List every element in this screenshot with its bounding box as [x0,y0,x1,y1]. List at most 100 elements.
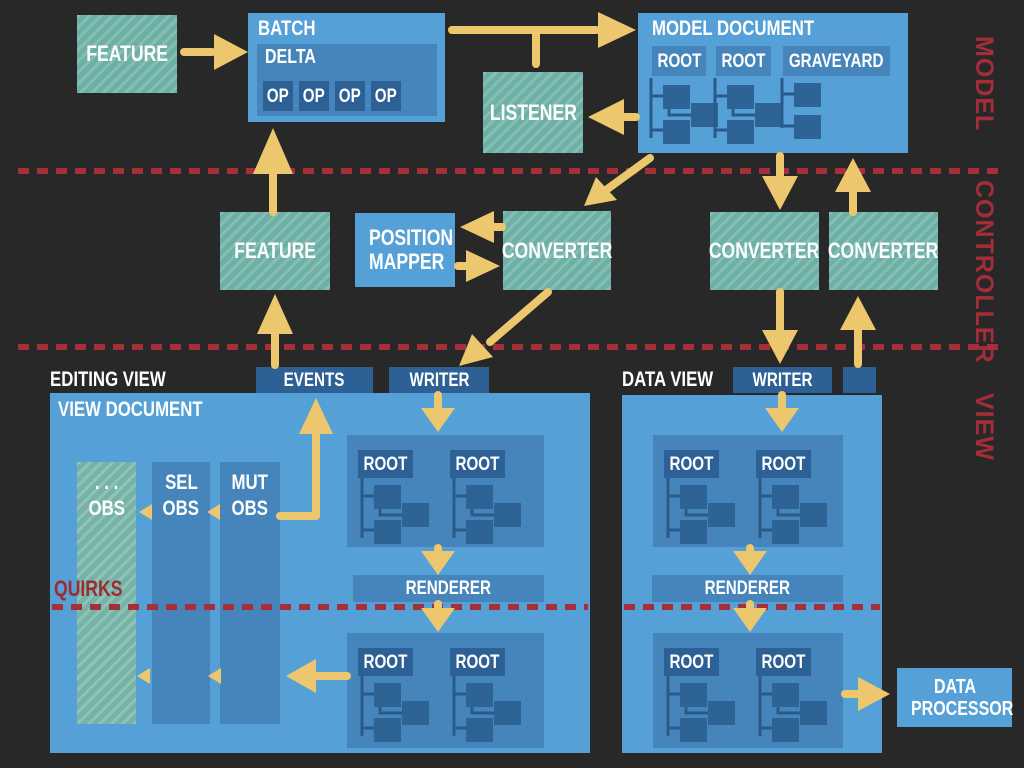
root-label-box: ROOT [756,648,811,676]
op-box: OP [335,81,365,111]
root-label-box: ROOT [756,450,811,478]
delta-panel: DELTA OP OP OP OP [257,44,437,116]
quirks-separator-data [624,604,880,610]
graveyard-label-box: GRAVEYARD [783,46,890,76]
tree-diagram [758,676,827,742]
position-mapper-label: POSITION MAPPER [369,225,454,274]
arrowhead [835,158,871,192]
editing-renderer-bar: RENDERER [353,575,544,602]
converter-right-label: CONVERTER [828,238,939,264]
view-root-tree [352,676,436,748]
tree-diagram [649,78,718,144]
feature-model-label: FEATURE [86,41,168,67]
listener-label: LISTENER [489,99,577,125]
tree-diagram [713,78,782,144]
view-root-tree [658,478,742,547]
view-root-tree [444,676,528,748]
batch-title: BATCH [258,17,316,40]
quirks-separator-editing [52,604,588,610]
arrow-converter-mid-to-editing-writer [486,288,552,346]
feature-model-box: FEATURE [77,15,177,93]
arrowhead [598,12,636,48]
editing-view-title: EDITING VIEW [50,368,166,391]
model-document-title: MODEL DOCUMENT [652,17,815,40]
model-document-box: MODEL DOCUMENT ROOT ROOT GRAVEYARD [638,13,908,153]
root-label-box: ROOT [358,648,413,676]
editing-roots-top: ROOT ROOT [347,435,544,547]
editing-view-box: VIEW DOCUMENT . . . OBS SEL OBS MUT OBS … [50,393,590,753]
delta-title: DELTA [265,46,316,68]
tree-diagram [666,676,735,742]
tree-diagram [666,478,735,544]
view-band-label: VIEW [970,392,998,461]
view-root-tree [750,676,834,748]
arrowhead [584,177,617,206]
model-band-label: MODEL [970,36,998,132]
obs-column-label: . . . OBS [88,471,125,521]
data-writer-tab: WRITER [733,367,832,393]
editing-writer-tab: WRITER [389,367,489,393]
model-root-tree [641,78,725,153]
controller-band-label: CONTROLLER [970,180,998,364]
editing-roots-bottom: ROOT ROOT [347,633,544,748]
root-label-box: ROOT [664,648,719,676]
arrowhead [460,211,494,243]
editing-renderer-label: RENDERER [405,578,492,599]
data-processor-label: DATA PROCESSOR [910,675,1013,720]
data-view-box: ROOT ROOT RENDERER ROOT ROOT [622,395,882,753]
root-label-box: ROOT [664,450,719,478]
view-root-tree [352,478,436,547]
arrowhead [214,34,248,70]
listener-box: LISTENER [483,72,583,153]
op-box: OP [371,81,401,111]
converter-left-label: CONVERTER [709,238,820,264]
op-box: OP [263,81,293,111]
feature-controller-label: FEATURE [234,238,316,264]
feature-controller-box: FEATURE [220,212,330,290]
root-label-box: ROOT [716,46,771,76]
sel-obs-column: SEL OBS [152,462,210,724]
mut-obs-column: MUT OBS [220,462,280,724]
view-root-tree [444,478,528,547]
root-label-box: ROOT [450,648,505,676]
quirks-label: QUIRKS [54,576,123,601]
arrowhead [840,296,876,330]
events-tab: EVENTS [256,367,373,393]
data-view-title: DATA VIEW [622,368,714,391]
data-roots-bottom: ROOT ROOT [653,633,843,748]
model-root-tree [705,78,789,153]
data-processor-box: DATA PROCESSOR [897,668,1013,727]
obs-column: . . . OBS [77,462,136,724]
tree-diagram [452,676,521,742]
data-unlabeled-tab [843,367,876,393]
view-root-tree [658,676,742,748]
data-renderer-bar: RENDERER [652,575,843,602]
arrowhead [762,176,798,210]
sel-obs-label: SEL OBS [162,471,200,521]
tree-diagram [780,78,821,139]
view-root-tree [750,478,834,547]
tree-diagram [360,478,429,544]
tree-diagram [452,478,521,544]
converter-left-box: CONVERTER [709,212,820,290]
root-label-box: ROOT [652,46,706,76]
graveyard-tree [772,78,832,153]
data-renderer-label: RENDERER [704,578,791,599]
view-document-title: VIEW DOCUMENT [58,398,203,421]
arrowhead [459,334,493,366]
tree-diagram [360,676,429,742]
batch-box: BATCH DELTA OP OP OP OP [248,13,445,122]
controller-view-separator [18,344,1006,350]
converter-mid-box: CONVERTER [502,211,612,290]
arrowhead [257,294,293,334]
converter-right-box: CONVERTER [828,212,939,290]
tree-diagram [758,478,827,544]
mut-obs-label: MUT OBS [231,471,269,521]
op-box: OP [299,81,329,111]
root-label-box: ROOT [358,450,413,478]
position-mapper-box: POSITION MAPPER [355,213,455,287]
arrow-model-document-to-converter-mid [602,154,654,194]
arrowhead [588,99,624,135]
model-controller-separator [18,168,1006,174]
